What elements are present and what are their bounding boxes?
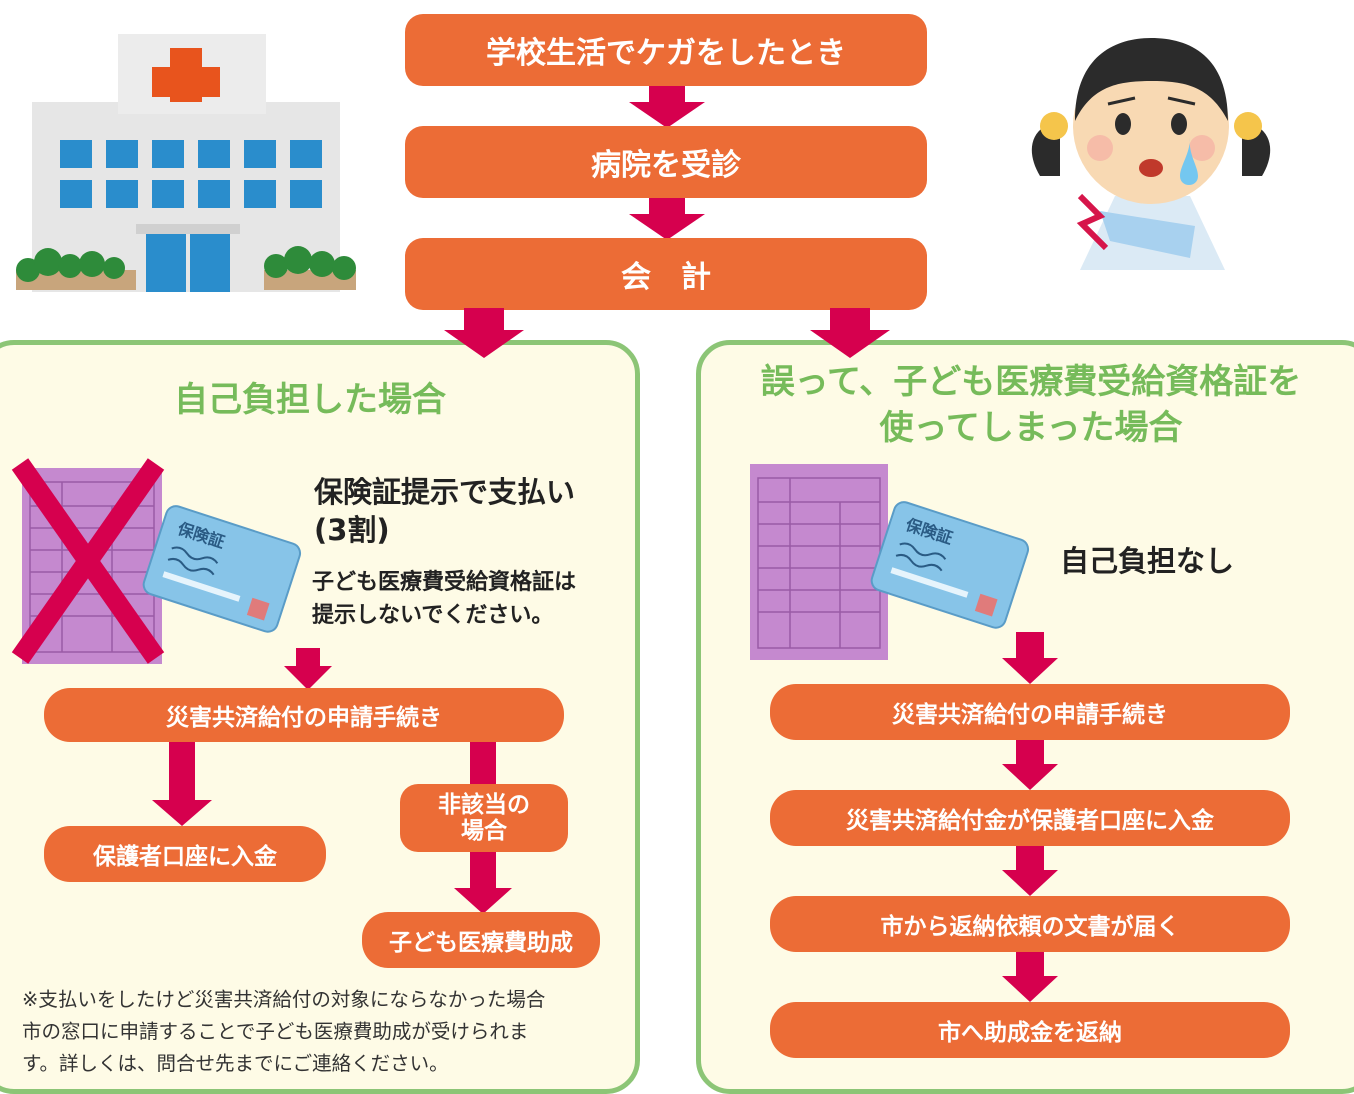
note-line2: 市の窓口に申請することで子ども医療費助成が受けられま (22, 1020, 529, 1044)
instruction-text: 子ども医療費受給資格証は 提示しないでください。 (312, 566, 576, 632)
medical-certificate-icon (750, 464, 888, 660)
arrow-to-left-panel (444, 308, 524, 358)
instruction-line1: 子ども医療費受給資格証は (312, 570, 577, 595)
arrow-down-2 (629, 198, 705, 240)
arrow-to-subsidy (454, 852, 512, 914)
step-hospital-visit: 病院を受診 (405, 126, 927, 198)
step-injury-at-school: 学校生活でケガをしたとき (405, 14, 927, 86)
no-charge-text: 自己負担なし (1060, 544, 1235, 578)
arrow-to-right-step2 (1002, 740, 1058, 790)
right-step3-box: 市から返納依頼の文書が届く (770, 896, 1290, 952)
pay-heading-line1: 保険証提示で支払い (314, 475, 576, 509)
injured-girl-icon (1031, 38, 1271, 270)
cross-mark-icon (11, 458, 165, 664)
insurance-card-icon: 保険証 (870, 501, 1030, 629)
arrow-to-right-step3 (1002, 846, 1058, 896)
instruction-line2: 提示しないでください。 (312, 603, 554, 628)
note-line3: す。詳しくは、問合せ先までにご連絡ください。 (22, 1052, 449, 1076)
left-panel-title: 自己負担した場合 (174, 380, 446, 420)
pay-heading-line2: (3割) (314, 512, 390, 547)
arrow-to-deposit (152, 742, 212, 826)
arrow-to-apply-left (284, 648, 332, 690)
right-panel-title-line2: 使ってしまった場合 (879, 407, 1183, 448)
insurance-card-icon: 保険証 (142, 505, 302, 633)
step-payment: 会 計 (405, 238, 927, 310)
hospital-icon (16, 34, 356, 292)
right-step2-box: 災害共済給付金が保護者口座に入金 (770, 790, 1290, 846)
pay-heading: 保険証提示で支払い (3割) (314, 474, 575, 549)
right-panel-title-line1: 誤って、子ども医療費受給資格証を (760, 362, 1302, 402)
not-applicable-line1: 非該当の (438, 791, 530, 818)
not-applicable-line2: 場合 (461, 818, 507, 844)
not-applicable-box: 非該当の 場合 (400, 784, 568, 852)
subsidy-box: 子ども医療費助成 (362, 912, 600, 968)
right-step4-box: 市へ助成金を返納 (770, 1002, 1290, 1058)
right-panel-title: 誤って、子ども医療費受給資格証を 使ってしまった場合 (716, 360, 1346, 452)
deposit-box: 保護者口座に入金 (44, 826, 326, 882)
arrow-down-1 (629, 86, 705, 128)
stem-not-applicable (470, 742, 496, 784)
arrow-to-right-panel (810, 308, 890, 358)
left-apply-box: 災害共済給付の申請手続き (44, 688, 564, 742)
right-step1-box: 災害共済給付の申請手続き (770, 684, 1290, 740)
arrow-to-right-step1 (1002, 632, 1058, 684)
arrow-to-right-step4 (1002, 952, 1058, 1002)
left-panel-note: ※支払いをしたけど災害共済給付の対象にならなかった場合 市の窓口に申請することで… (22, 984, 545, 1081)
note-line1: ※支払いをしたけど災害共済給付の対象にならなかった場合 (22, 988, 546, 1011)
